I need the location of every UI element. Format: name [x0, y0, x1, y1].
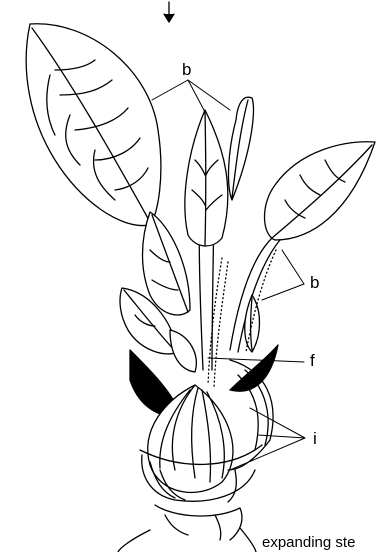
label-i: i [313, 430, 317, 447]
leaf-small-center [170, 330, 196, 372]
bud-scales [118, 345, 278, 552]
label-b-top: b [182, 61, 191, 78]
label-b-right: b [310, 274, 319, 291]
label-f: f [310, 352, 315, 369]
leaf-upper-left [26, 24, 161, 226]
leaf-central [185, 110, 228, 246]
leaf-left-middle [143, 212, 191, 315]
leaf-bud-top [229, 97, 254, 200]
direction-arrow [164, 2, 174, 22]
figure-caption: expanding ste [262, 534, 355, 551]
